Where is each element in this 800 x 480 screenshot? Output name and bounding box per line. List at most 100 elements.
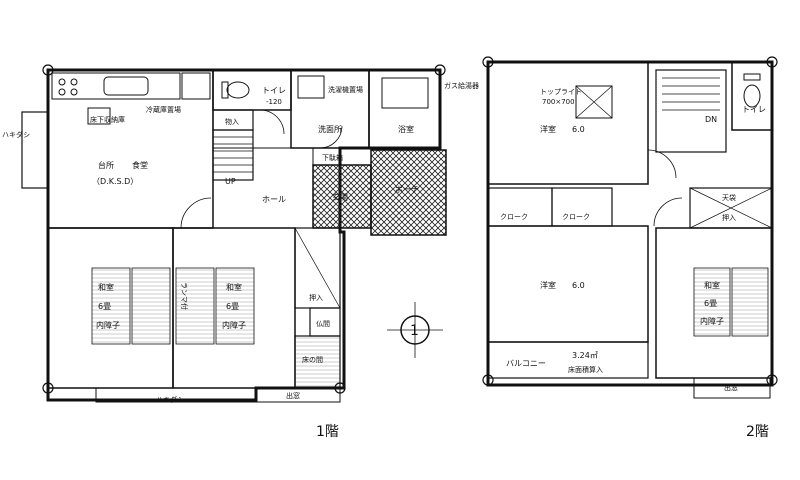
gas-heater-label: ガス給湯器	[444, 81, 479, 90]
floor1-caption: 1階	[316, 424, 339, 440]
floor2-japanese-note: 内障子	[700, 316, 724, 326]
balcony-note: 床面積算入	[568, 365, 603, 374]
japanese-room-b-note: 内障子	[222, 320, 246, 330]
stairs-up-label: UP	[225, 177, 236, 186]
western-room-b	[487, 225, 649, 343]
closet-b-label: クローク	[562, 213, 590, 221]
corner-post-icon	[434, 64, 446, 76]
hall-label: ホール	[262, 195, 286, 204]
floor1-bay-window	[255, 387, 341, 403]
door-swing-icon	[180, 197, 212, 229]
kitchen-dining-room	[47, 69, 214, 229]
floor2-stairs	[655, 69, 727, 153]
kitchen-counter	[51, 72, 181, 100]
floor2-bay-window	[693, 377, 771, 399]
fridge-box	[181, 72, 211, 100]
western-room-a	[487, 61, 649, 185]
floor1-closet-small-label: 物入	[225, 117, 239, 126]
floor1-closet-label: 押入	[309, 293, 323, 302]
balcony-label: バルコニー	[506, 359, 546, 368]
corner-post-icon	[42, 64, 54, 76]
step-label: 下駄箱	[322, 153, 343, 162]
corner-post-icon	[766, 374, 778, 386]
altar-label: 仏間	[316, 320, 330, 328]
corner-post-icon	[482, 56, 494, 68]
floor2-japanese-size: 6畳	[704, 299, 717, 308]
corner-post-icon	[334, 382, 346, 394]
door-swing-icon	[647, 149, 677, 179]
japanese-room-b-label: 和室	[226, 282, 242, 292]
floor2-labels: トップライト 700×700 洋室 6.0 DN トイレ クローク クローク 天…	[500, 88, 769, 440]
toplight-box	[575, 85, 613, 119]
stove-burner-icon	[70, 88, 78, 96]
floor2-plan	[482, 56, 778, 399]
floor2-caption: 2階	[746, 424, 769, 440]
corner-post-icon	[482, 374, 494, 386]
floor2-toilet	[731, 61, 773, 131]
floor-storage-box	[87, 107, 111, 125]
floor2-stair-treads	[662, 77, 720, 111]
bathroom	[368, 69, 441, 149]
washer-box	[297, 75, 325, 99]
bath-label: 浴室	[398, 124, 414, 134]
tokonoma-label: 床の間	[302, 355, 323, 364]
western-room-b-size: 6.0	[572, 281, 585, 290]
toplight-dim: 700×700	[542, 98, 575, 106]
door-swing-icon	[259, 109, 285, 135]
divider-note-label: ランマ付	[180, 282, 189, 310]
dining-label: 食堂	[132, 160, 148, 170]
floor1-toilet-label: トイレ	[262, 86, 286, 95]
stove-burner-icon	[58, 78, 66, 86]
corner-post-icon	[766, 56, 778, 68]
compass	[387, 302, 443, 358]
side-bottom-label: ハキダシ	[156, 395, 184, 404]
porch	[370, 149, 447, 236]
floor1-toilet-dim: -120	[266, 98, 282, 106]
floor2-stairs-dn-label: DN	[705, 115, 717, 124]
japanese-room-b-size: 6畳	[226, 302, 239, 311]
porch-label: ポーチ	[395, 185, 419, 194]
japanese-room-a-label: 和室	[98, 282, 114, 292]
floor2-window-note: 出窓	[724, 383, 738, 392]
floor1-window-note: 出窓	[286, 391, 300, 400]
tokonoma	[294, 335, 341, 389]
door-swing-icon	[319, 125, 343, 149]
floor2-toilet-label: トイレ	[742, 105, 766, 114]
washroom	[290, 69, 370, 149]
balcony	[487, 341, 649, 379]
toplight-label: トップライト	[540, 88, 582, 96]
closet-a-label: クローク	[500, 213, 528, 221]
japanese-room-a-note: 内障子	[96, 320, 120, 330]
kitchen-label: 台所	[98, 160, 114, 170]
bathtub-icon	[381, 77, 429, 109]
door-swing-icon	[653, 197, 683, 227]
floor1-stair-treads	[213, 136, 253, 173]
stove-burner-icon	[58, 88, 66, 96]
side-left-label: ハキダシ	[2, 130, 30, 139]
entrance-label: 玄関	[332, 192, 348, 202]
floor1-stairs	[212, 129, 254, 181]
western-room-b-label: 洋室	[540, 280, 556, 290]
fridge-place-label: 冷蔵庫置場	[146, 105, 181, 114]
floor2-toilet-icon	[743, 84, 761, 108]
floor1-labels: 床下収納庫 冷蔵庫置場 台所 食堂 （D.K.S.D） トイレ -120 物入 …	[2, 81, 479, 440]
hall	[212, 147, 314, 229]
floor1-toilet-icon	[226, 81, 250, 99]
western-room-a-label: 洋室	[540, 124, 556, 134]
stove-burner-icon	[70, 78, 78, 86]
floor2-japanese-label: 和室	[704, 280, 720, 290]
dks-label: （D.K.S.D）	[92, 177, 138, 186]
kitchen-storage-label: 床下収納庫	[90, 115, 125, 124]
corner-post-icon	[42, 382, 54, 394]
sink-icon	[103, 76, 149, 96]
ceiling-storage-label: 天袋	[722, 193, 736, 202]
floor2-closet-label: 押入	[722, 213, 736, 222]
washroom-label: 洗面所	[318, 124, 342, 134]
western-room-a-size: 6.0	[572, 125, 585, 134]
floor1-left-window-bay	[21, 111, 49, 189]
compass-north-mark: 1	[410, 323, 419, 339]
floor2-outer-wall	[486, 60, 774, 387]
floor1-plan	[21, 64, 447, 403]
japanese-room-a-size: 6畳	[98, 302, 111, 311]
